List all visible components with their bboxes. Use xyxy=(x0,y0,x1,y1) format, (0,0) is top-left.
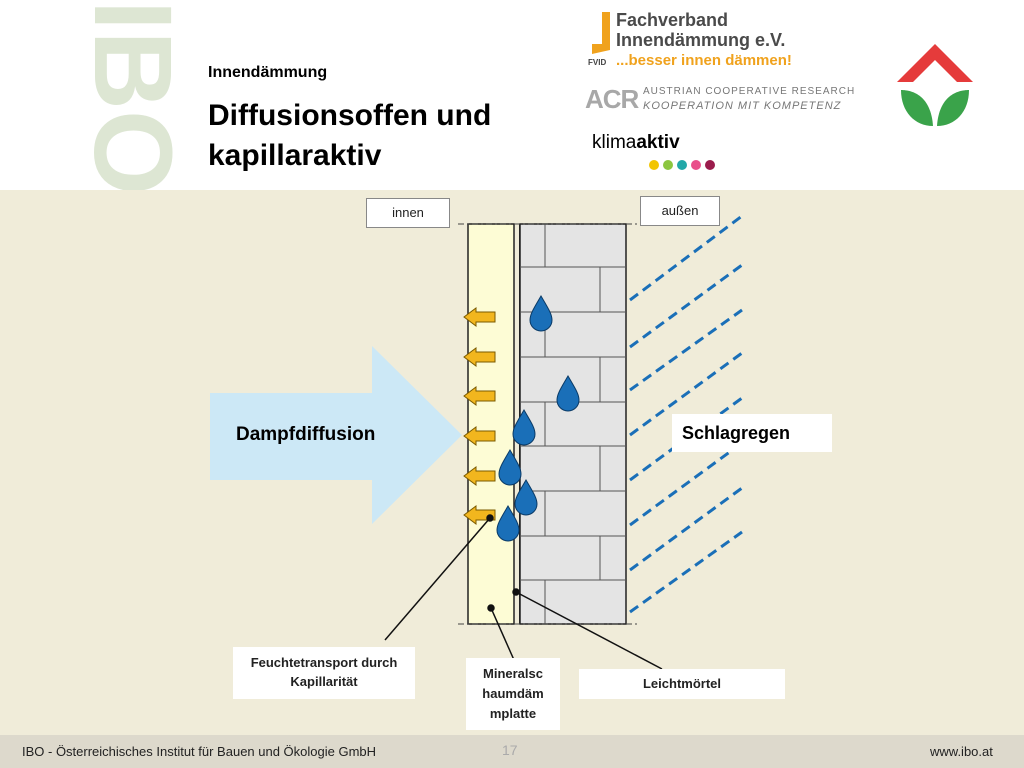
acr-logo: ACR AUSTRIAN COOPERATIVE RESEARCH KOOPER… xyxy=(585,84,865,116)
water-drop-icon xyxy=(514,479,538,516)
wall-boundary-lines xyxy=(458,223,640,625)
acr-line1: AUSTRIAN COOPERATIVE RESEARCH xyxy=(643,86,856,97)
house-leaf-logo xyxy=(897,44,973,126)
water-drop-icon xyxy=(498,449,522,486)
label-leichtmoertel: Leichtmörtel xyxy=(579,669,785,699)
klima-bold: aktiv xyxy=(636,132,680,153)
klima-prefix: klima xyxy=(592,132,637,153)
label-feuchtetransport: Feuchtetransport durch Kapillarität xyxy=(233,647,415,699)
fvid-abbr: FVID xyxy=(588,58,607,67)
footer xyxy=(0,735,1024,768)
small-arrow-icon xyxy=(463,347,496,367)
footer-org: IBO - Österreichisches Institut für Baue… xyxy=(22,744,377,759)
big-diffusion-arrow xyxy=(210,346,462,524)
acr-line2: KOOPERATION MIT KOMPETENZ xyxy=(643,100,842,112)
svg-text:IBO: IBO xyxy=(71,0,175,190)
label-mineralschaum: Mineralsc haumdäm mplatte xyxy=(466,658,560,730)
water-drop-icon xyxy=(556,375,580,412)
fvid-logo: FVID Fachverband Innendämmung e.V. ...be… xyxy=(588,10,838,72)
leader-lines xyxy=(384,514,663,670)
footer-url[interactable]: www.ibo.at xyxy=(930,744,993,759)
fvid-name: Fachverband Innendämmung e.V. xyxy=(616,10,786,50)
label-dampfdiffusion: Dampfdiffusion xyxy=(236,424,376,445)
small-arrow-icon xyxy=(463,466,496,486)
page-number: 17 xyxy=(502,742,518,758)
slide-subtitle: Innendämmung xyxy=(208,64,328,81)
small-arrow-icon xyxy=(463,307,496,327)
fvid-tagline: ...besser innen dämmen! xyxy=(616,52,792,69)
acr-mark: ACR xyxy=(585,84,639,114)
water-drop-icon xyxy=(512,409,536,446)
header: IBO Innendämmung Diffusionsoffen und kap… xyxy=(0,0,1024,190)
small-arrow-icon xyxy=(463,386,496,406)
label-aussen: außen xyxy=(640,196,720,226)
klimaaktiv-logo: klimaaktiv xyxy=(592,132,732,174)
mineral-insulation-board xyxy=(467,223,515,625)
water-drops xyxy=(496,295,580,542)
brick-wall xyxy=(519,223,627,625)
label-schlagregen: Schlagregen xyxy=(672,414,832,452)
water-drop-icon xyxy=(496,505,520,542)
water-drop-icon xyxy=(529,295,553,332)
label-innen: innen xyxy=(366,198,450,228)
slide-title: Diffusionsoffen und kapillaraktiv xyxy=(208,99,492,172)
small-arrow-icon xyxy=(463,426,496,446)
klima-dots-icon xyxy=(649,160,715,170)
ibo-watermark-logo: IBO xyxy=(71,0,175,190)
fvid-mark-icon xyxy=(592,12,610,54)
